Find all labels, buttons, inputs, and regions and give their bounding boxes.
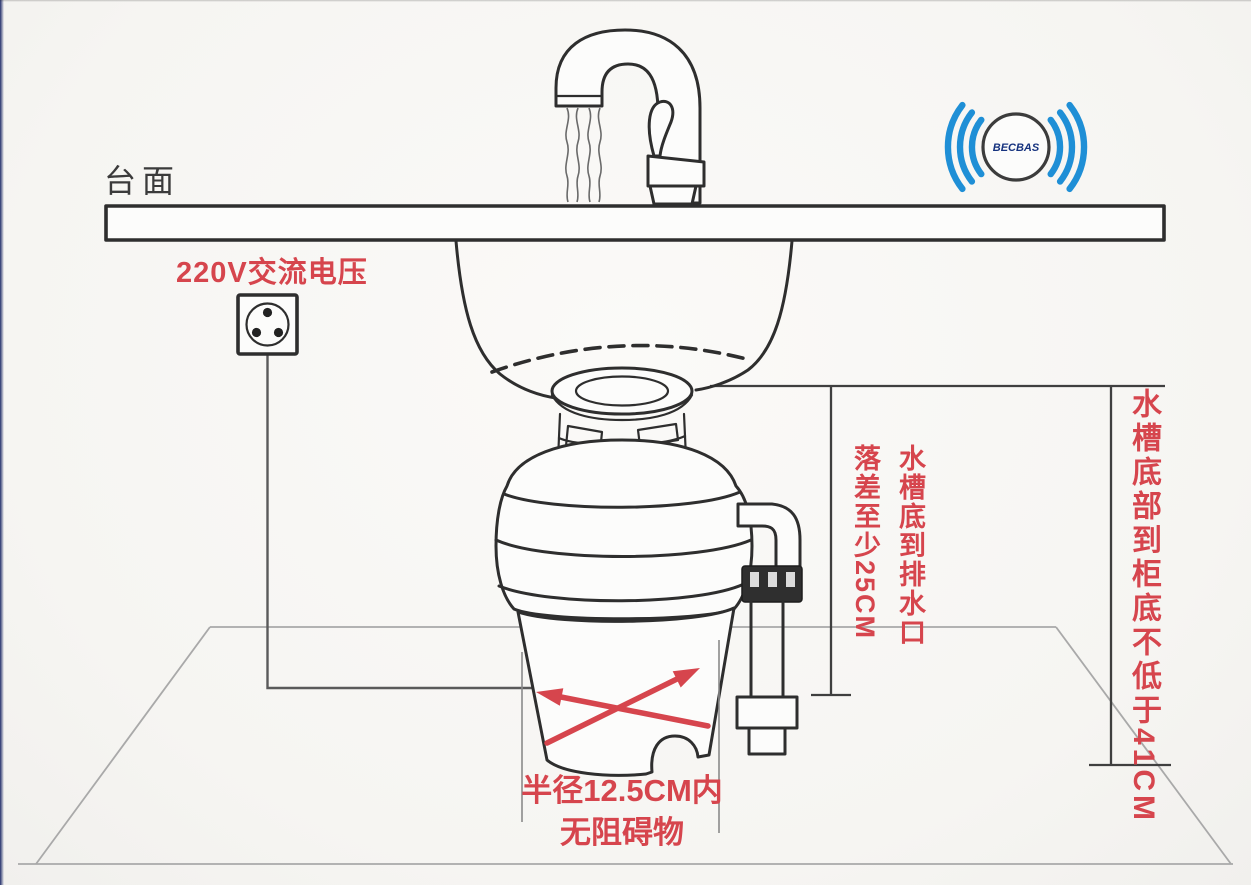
faucet-base [648,184,698,206]
brand-logo: BECBAS [993,142,1040,154]
dimension-line-cabinet [1089,386,1171,767]
clearance-annotation: 半径12.5CM内 无阻碍物 [472,774,772,850]
drop-annotation: 落差至少25CM 水槽底到排水口 [846,444,930,647]
left-edge-artifact [0,0,4,885]
disposer-body [494,438,754,621]
faucet [554,28,706,206]
pipe-coupling [741,565,803,603]
top-edge-artifact [0,0,1251,2]
power-voltage-label: 220V交流电压 [176,257,368,289]
power-outlet-icon [236,293,299,356]
countertop-label: 台面 [104,163,181,199]
faucet-handle [646,154,706,188]
sink-basin [454,239,794,400]
cabinet-depth-annotation: 水槽底部到柜底不低于41CM [1127,388,1160,825]
wireless-signal-icon: BECBAS [944,101,1088,193]
water-stream [565,107,602,203]
clearance-line2: 无阻碍物 [560,815,684,851]
slip-nut [735,695,799,730]
dimension-line-drop [811,386,851,697]
discharge-pipe [735,600,799,756]
drain-flange [550,366,694,422]
drop-annotation-col-right: 水槽底到排水口 [895,444,925,647]
clearance-arrows [536,668,711,746]
drop-annotation-col-left: 落差至少25CM [850,444,880,641]
clearance-line1: 半径12.5CM内 [521,773,723,808]
sink-bottom-dashed-edge [490,343,752,374]
power-cord [266,354,535,690]
tail-pipe [747,726,787,756]
countertop-slab [104,204,1166,242]
